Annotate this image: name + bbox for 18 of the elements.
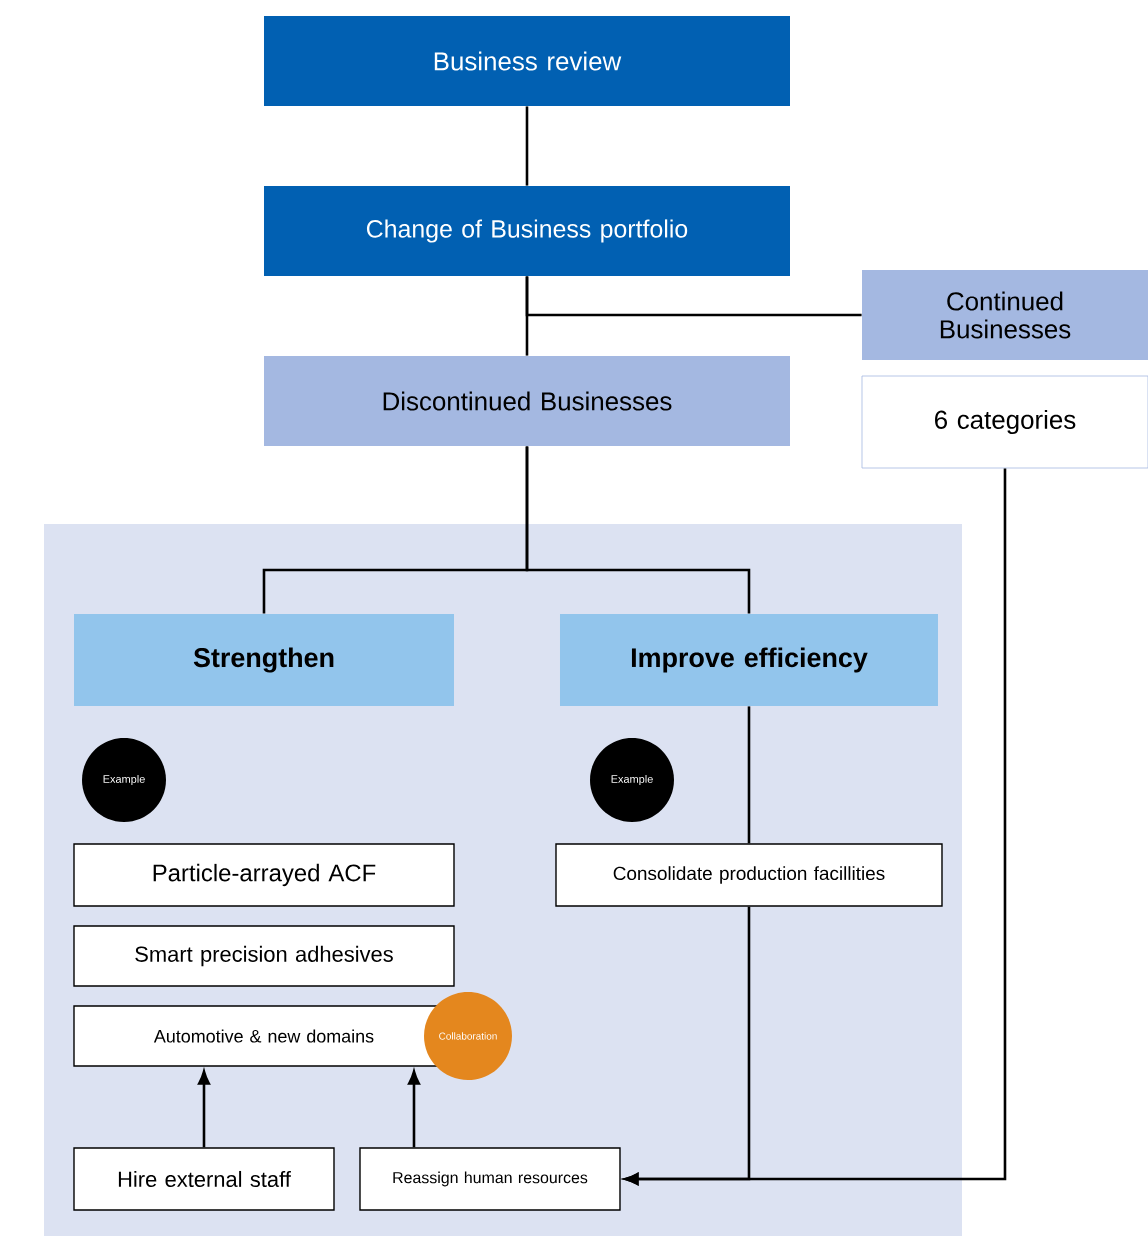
process-box: Discontinued Businesses xyxy=(264,356,790,446)
connector xyxy=(525,446,751,614)
example-box: Particle-arrayed ACF xyxy=(73,843,455,907)
connector xyxy=(408,1070,420,1148)
example-box: Consolidate production facillities xyxy=(555,843,943,907)
connector xyxy=(525,276,529,356)
example-box: Smart precision adhesives xyxy=(73,925,455,987)
category-box: Improve efficiency xyxy=(560,614,938,706)
category-box: Strengthen xyxy=(74,614,454,706)
connector xyxy=(747,706,751,844)
process-box: Business review xyxy=(264,16,790,106)
connector xyxy=(198,1070,210,1148)
connector xyxy=(525,106,529,186)
process-box: Continued Businesses xyxy=(862,270,1148,360)
process-box: Change of Business portfolio xyxy=(264,186,790,276)
connector xyxy=(624,468,1007,1185)
info-box: 6 categories xyxy=(861,375,1148,469)
action-box: Hire external staff xyxy=(73,1147,335,1211)
